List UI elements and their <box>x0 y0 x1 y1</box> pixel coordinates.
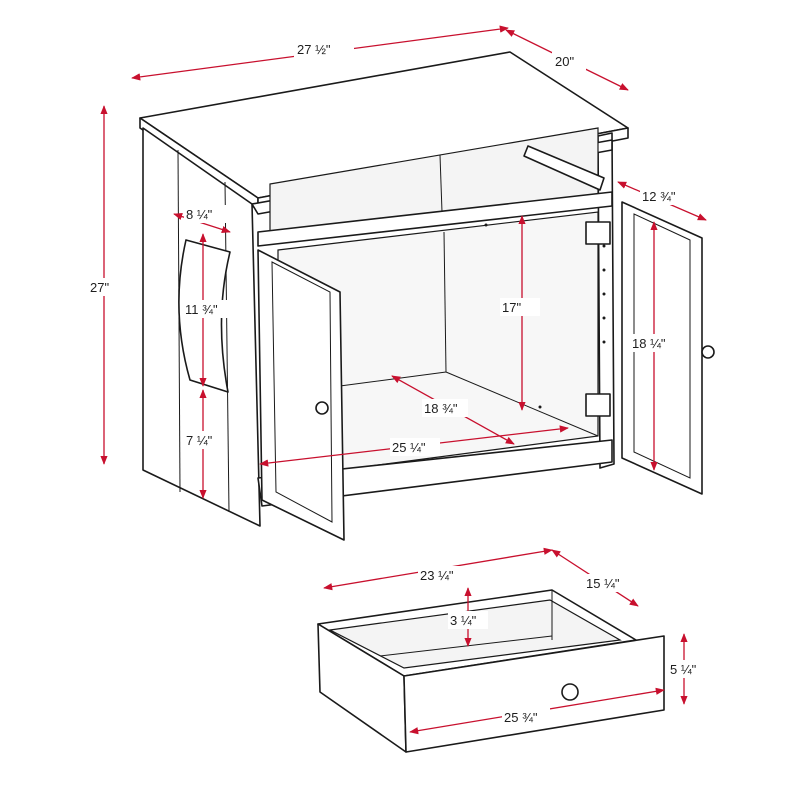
dimension-labels: 27 ½" 20" 27" 8 ¼" 11 ¾" 7 ¼" 12 ¾" 17" … <box>88 40 708 726</box>
label-drawer-depth: 15 ¼" <box>586 576 620 591</box>
label-top-depth: 20" <box>555 54 574 69</box>
label-drawer-width: 23 ¼" <box>420 568 454 583</box>
label-side-opening-height: 11 ¾" <box>185 302 218 317</box>
label-side-opening-width: 8 ¼" <box>186 207 213 222</box>
label-door-height: 18 ¼" <box>632 336 666 351</box>
label-interior-height: 17" <box>502 300 521 315</box>
left-door <box>257 249 345 541</box>
drawer-knob <box>561 683 579 701</box>
label-height: 27" <box>90 280 109 295</box>
label-interior-depth: 18 ¾" <box>424 401 458 416</box>
label-shelf-depth: 12 ¾" <box>642 189 676 204</box>
drawer <box>317 589 665 753</box>
cabinet-body <box>139 51 629 527</box>
label-top-width: 27 ½" <box>297 42 331 57</box>
label-drawer-front-height: 5 ¼" <box>670 662 697 677</box>
label-interior-width: 25 ¼" <box>392 440 426 455</box>
door-knob <box>315 401 329 415</box>
door-knob <box>701 345 715 359</box>
shelf-pin-holes <box>484 223 606 409</box>
label-drawer-inner-height: 3 ¼" <box>450 613 477 628</box>
label-side-opening-from-floor: 7 ¼" <box>186 433 213 448</box>
label-drawer-front-width: 25 ¾" <box>504 710 538 725</box>
